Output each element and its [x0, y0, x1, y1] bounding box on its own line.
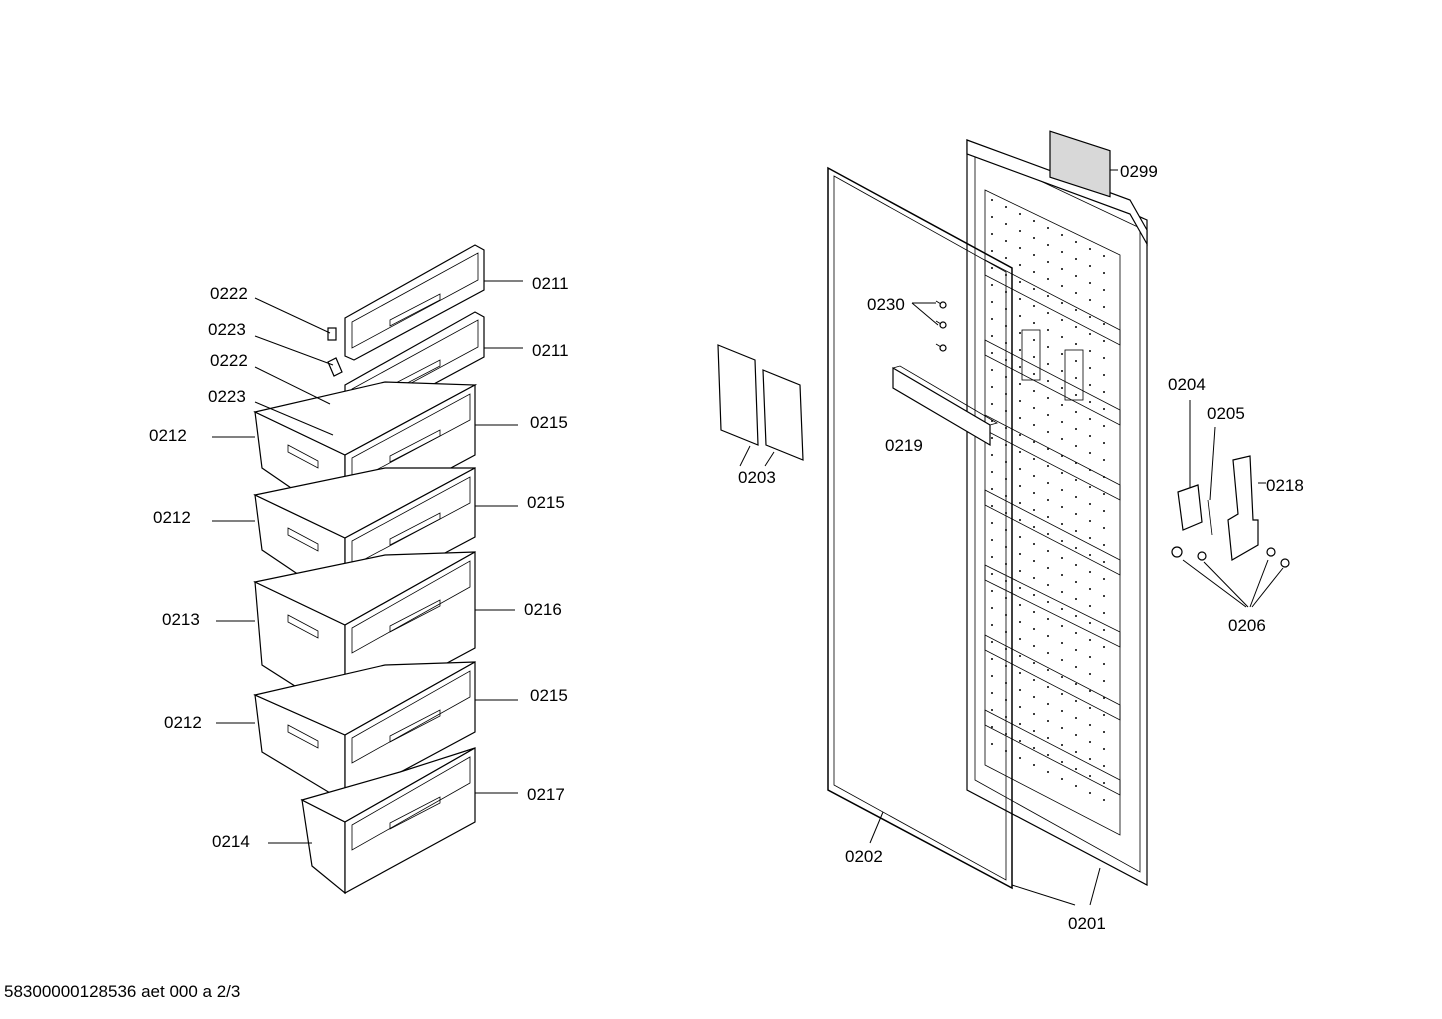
label-0299: 0299	[1120, 162, 1158, 181]
label-0201: 0201	[1068, 914, 1106, 933]
screws	[935, 300, 947, 352]
label-0215c: 0215	[530, 686, 568, 705]
part-labels: 0211 0211 0222 0223 0222 0223 0212 0215 …	[149, 162, 1304, 933]
label-0211a: 0211	[532, 274, 569, 293]
label-0223b: 0223	[208, 387, 246, 406]
label-0215a: 0215	[530, 413, 568, 432]
flap-top	[344, 244, 485, 361]
label-0212c: 0212	[164, 713, 202, 732]
label-0212a: 0212	[149, 426, 187, 445]
label-0216: 0216	[524, 600, 562, 619]
label-0212b: 0212	[153, 508, 191, 527]
drawing-reference: 58300000128536 aet 000 a 2/3	[4, 982, 240, 1001]
label-0204: 0204	[1168, 375, 1206, 394]
label-0215b: 0215	[527, 493, 565, 512]
drawer-row-4	[253, 660, 476, 804]
label-0219: 0219	[885, 436, 923, 455]
cold-packs	[717, 344, 804, 461]
label-0206: 0206	[1228, 616, 1266, 635]
label-0230: 0230	[867, 295, 905, 314]
label-0222a: 0222	[210, 284, 248, 303]
door-shelves	[984, 259, 1121, 796]
label-0223a: 0223	[208, 320, 246, 339]
label-0217: 0217	[527, 785, 565, 804]
label-0222b: 0222	[210, 351, 248, 370]
hinge-parts	[1171, 455, 1290, 568]
drawer-row-5	[300, 746, 476, 895]
label-0202: 0202	[845, 847, 883, 866]
label-0205: 0205	[1207, 404, 1245, 423]
label-0211b: 0211	[532, 341, 569, 360]
label-0218: 0218	[1266, 476, 1304, 495]
handle	[892, 365, 999, 447]
door-assembly	[717, 130, 1290, 906]
label-0213: 0213	[162, 610, 200, 629]
label-0214: 0214	[212, 832, 250, 851]
drawer-stack	[212, 244, 523, 895]
label-0203: 0203	[738, 468, 776, 487]
